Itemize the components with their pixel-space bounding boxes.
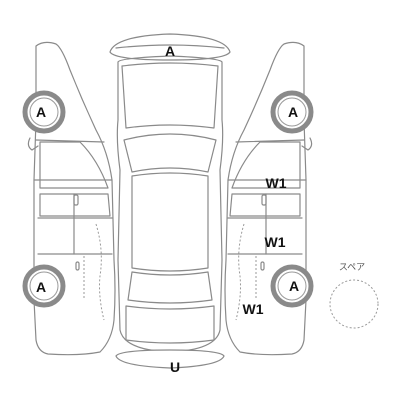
mark-right-rear-door: W1 xyxy=(265,234,286,250)
mark-left-rear-wheel: A xyxy=(36,279,46,295)
spare-tire: スペア xyxy=(329,263,379,329)
car-left-side-view xyxy=(22,41,116,356)
rear-window xyxy=(127,271,213,304)
trunk xyxy=(125,305,215,344)
mark-right-rear-wheel: A xyxy=(289,278,299,294)
mark-left-front-wheel: A xyxy=(36,104,46,120)
roof xyxy=(131,172,209,272)
mark-front-bumper: A xyxy=(165,43,175,59)
rear-bumper xyxy=(115,349,225,369)
right-front-window xyxy=(231,141,301,189)
spare-tire-outline xyxy=(329,279,379,329)
left-rear-window xyxy=(39,193,111,217)
right-rear-window xyxy=(229,193,301,217)
mark-right-rear-fender: W1 xyxy=(243,301,264,317)
mark-rear-bumper: U xyxy=(170,359,180,375)
car-body-outline xyxy=(116,55,224,353)
left-side-outline xyxy=(33,41,116,356)
car-top-view xyxy=(109,33,231,369)
left-front-window xyxy=(39,141,109,189)
spare-label: スペア xyxy=(339,263,365,273)
front-bumper xyxy=(109,33,231,61)
right-side-outline xyxy=(224,41,307,356)
windshield xyxy=(123,133,217,173)
car-right-side-view xyxy=(224,41,314,356)
mark-right-front-wheel: A xyxy=(288,104,298,120)
hood xyxy=(121,62,219,129)
mark-right-front-door: W1 xyxy=(266,175,287,191)
